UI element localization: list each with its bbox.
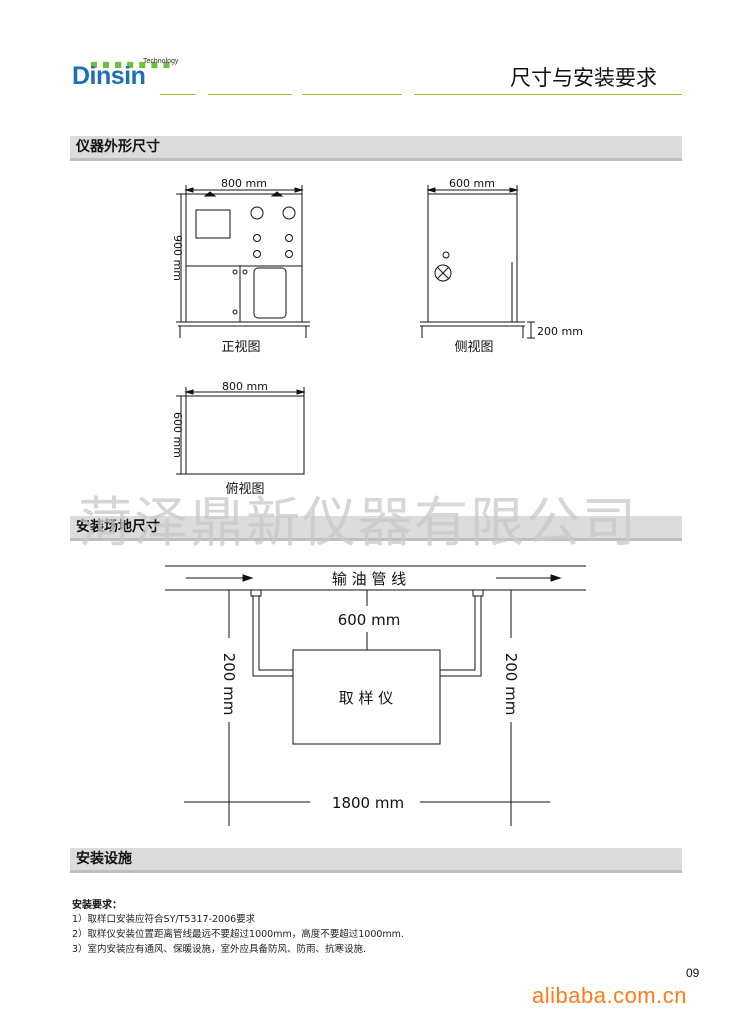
top-width-label: 800 mm [222, 380, 268, 393]
header-divider [208, 94, 292, 95]
requirement-item: 3）室内安装应有通风、保暖设施，室外应具备防风、防雨、抗寒设施. [72, 944, 367, 955]
side-width-label: 600 mm [449, 177, 495, 190]
section-heading-site: 安装场地尺寸 [70, 516, 682, 541]
front-view-drawing [176, 185, 310, 338]
requirement-item: 1）取样口安装应符合SY/T5317-2006要求 [72, 914, 256, 925]
section-heading-dimensions: 仪器外形尺寸 [70, 136, 682, 161]
side-view-drawing [420, 185, 535, 339]
header-divider [302, 94, 402, 95]
front-height-label: 900 mm [171, 235, 184, 281]
company-watermark: 菏泽鼎新仪器有限公司 [78, 491, 638, 554]
pipeline-label: 输 油 管 线 [332, 570, 406, 588]
requirements-title: 安装要求： [72, 900, 122, 911]
site-layout-drawing [165, 565, 586, 826]
header-divider [414, 94, 682, 95]
left-distance-label: 200 mm [220, 653, 238, 716]
sampler-box-label: 取 样 仪 [339, 689, 394, 707]
side-view-caption: 侧视图 [454, 340, 493, 355]
front-view-caption: 正视图 [221, 340, 260, 355]
logo-tagline: Technology [143, 58, 179, 65]
side-leg-height-label: 200 mm [537, 325, 583, 338]
footer-brand: alibaba.com.cn [532, 983, 687, 1008]
top-view-caption: 俯视图 [225, 481, 264, 497]
page-number: 09 [686, 966, 700, 980]
company-logo: Dinsin [72, 62, 146, 91]
header-divider [160, 94, 196, 95]
section-heading-installation: 安装设施 [70, 848, 682, 873]
total-width-label: 1800 mm [332, 794, 404, 812]
right-distance-label: 200 mm [502, 653, 520, 716]
logo-dots: ■ ■ ■ ■ ■ ■ ■ [90, 60, 172, 69]
top-gap-label: 600 mm [338, 611, 401, 629]
top-view-drawing [176, 387, 306, 475]
logo-bold-text: sin [110, 62, 146, 90]
logo-regular-text: Din [72, 62, 111, 90]
top-depth-label: 600 mm [171, 412, 184, 458]
front-width-label: 800 mm [221, 177, 267, 190]
page-title: 尺寸与安装要求 [510, 66, 657, 90]
requirement-item: 2）取样仪安装位置距离管线最远不要超过1000mm，高度不要超过1000mm. [72, 929, 404, 940]
